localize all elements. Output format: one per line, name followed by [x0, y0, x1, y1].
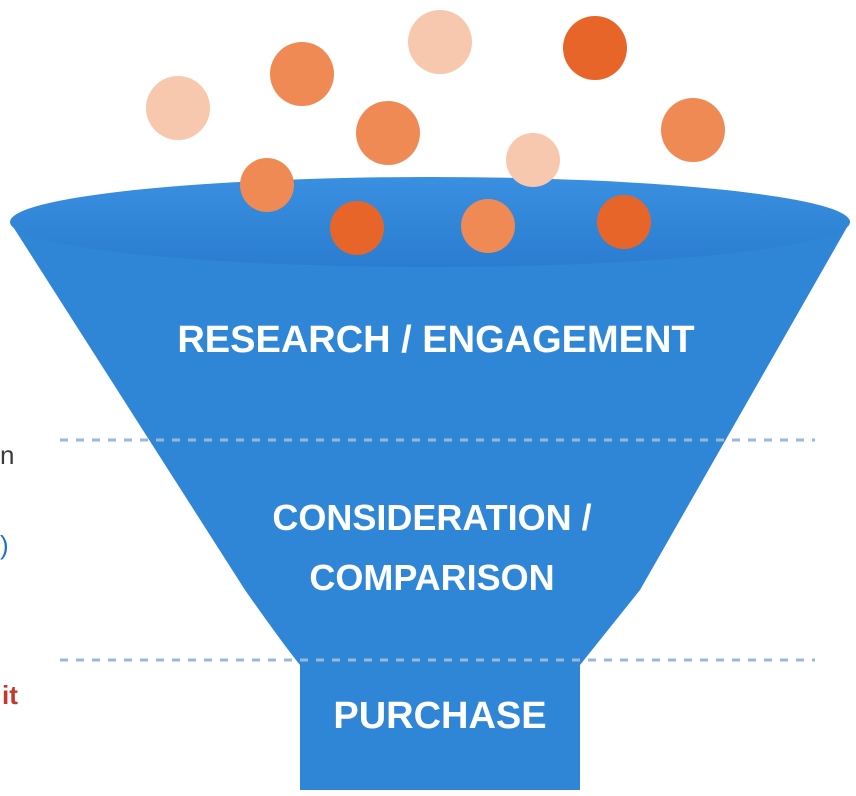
- dot: [356, 101, 420, 165]
- dot: [146, 76, 210, 140]
- dot: [461, 199, 515, 253]
- dot: [408, 10, 472, 74]
- edge-text-fragment: it: [2, 680, 18, 710]
- dot: [597, 195, 651, 249]
- dot: [506, 133, 560, 187]
- dot: [330, 201, 384, 255]
- funnel-body: [10, 191, 850, 790]
- edge-text-fragment: n: [0, 440, 15, 470]
- dot: [661, 98, 725, 162]
- stage-label-comparison: COMPARISON: [309, 557, 554, 598]
- stage-label-research: RESEARCH / ENGAGEMENT: [177, 319, 694, 361]
- stage-label-consideration: CONSIDERATION /: [272, 497, 591, 538]
- funnel-rim: [10, 177, 850, 267]
- lead-dots: [146, 10, 725, 255]
- dot: [240, 158, 294, 212]
- dot: [270, 42, 334, 106]
- stage-label-purchase: PURCHASE: [333, 695, 546, 737]
- edge-text-fragment: ): [0, 530, 9, 560]
- dot: [563, 16, 627, 80]
